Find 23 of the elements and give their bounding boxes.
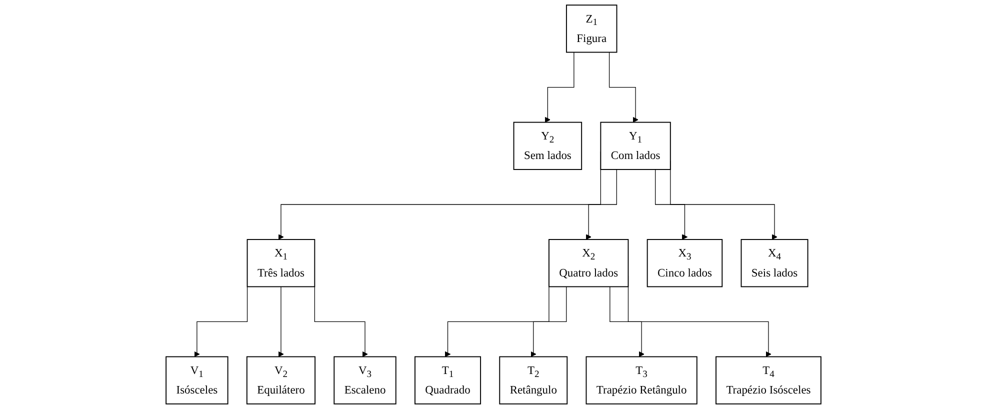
- node-box: V$_{2}$ Equilátero: [246, 356, 316, 404]
- arrow: [586, 169, 617, 240]
- node-box: X$_{4}$ Seis lados: [740, 239, 808, 288]
- node-box: X$_{3}$ Cinco lados: [646, 239, 723, 288]
- arrow: [608, 52, 638, 123]
- node-box: X$_{1}$ Três lados: [246, 239, 316, 288]
- node-box: V$_{3}$ Escaleno: [334, 356, 396, 404]
- arrow: [655, 169, 688, 240]
- node-box: T$_{2}$ Retângulo: [499, 356, 568, 404]
- arrow: [278, 286, 284, 357]
- arrow: [314, 286, 368, 357]
- arrow: [544, 52, 574, 123]
- node-box: T$_{3}$ Trapézio Retângulo: [586, 356, 698, 404]
- node-box: T$_{4}$ Trapézio Isósceles: [716, 356, 822, 404]
- node-box: Y$_{1}$ Com lados: [600, 122, 671, 170]
- arrow: [530, 286, 567, 357]
- node-box: V$_{1}$ Isósceles: [166, 356, 228, 404]
- node-box: Y$_{2}$ Sem lados: [513, 122, 582, 170]
- node-box: X$_{2}$ Quatro lados: [548, 239, 629, 288]
- node-box: T$_{1}$ Quadrado: [414, 356, 482, 404]
- arrow: [610, 286, 644, 357]
- arrow: [194, 286, 248, 357]
- node-box: Z$_{1}$ Figura: [566, 4, 618, 53]
